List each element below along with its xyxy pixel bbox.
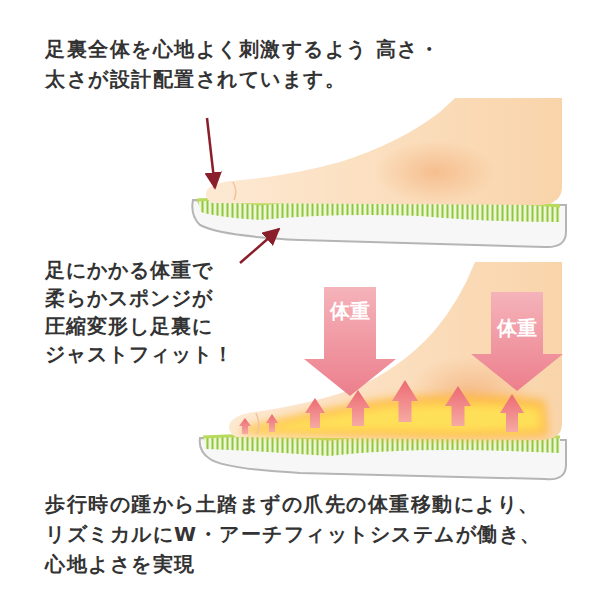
foot-shape: [229, 262, 562, 440]
weight-arrow: 体重: [467, 292, 567, 392]
leader-arrow: [207, 118, 215, 188]
arrow-shape: [467, 292, 567, 392]
toe-line: [233, 182, 236, 200]
up-arrow: [445, 386, 471, 426]
pressure-glow-core: [250, 403, 542, 432]
ankle-shade: [375, 140, 495, 204]
toe-line: [256, 413, 259, 434]
caption-text: 歩行時の踵から土踏まずの爪先の体重移動により、 リズミカルにW・アーチフィットシ…: [45, 489, 585, 579]
up-arrow: [266, 414, 278, 432]
pressure-arrows: [239, 380, 524, 434]
insole-bottom: [200, 433, 566, 479]
leader-arrow: [240, 229, 279, 263]
arrow-label: 体重: [497, 316, 537, 340]
arrow-label: 体重: [330, 299, 370, 323]
up-arrow: [500, 394, 524, 432]
insole-top: [192, 198, 566, 247]
foot-top: [206, 98, 562, 205]
weight-arrow: 体重: [300, 287, 400, 397]
arrow-body: [304, 287, 396, 396]
callout-text: 足にかかる体重で 柔らかスポンジが 圧縮変形し足裏に ジャストフィット！: [45, 256, 255, 368]
arrow-body: [471, 292, 563, 391]
up-arrow: [239, 418, 251, 434]
up-arrow: [392, 380, 418, 422]
callout-text: 足裏全体を心地よく刺激するよう 高さ・太さが設計配置されています。: [45, 34, 445, 94]
pressure-glow: [240, 394, 548, 438]
foot-bottom: [229, 262, 562, 440]
up-arrow: [305, 398, 325, 428]
foot-shape: [206, 98, 562, 205]
